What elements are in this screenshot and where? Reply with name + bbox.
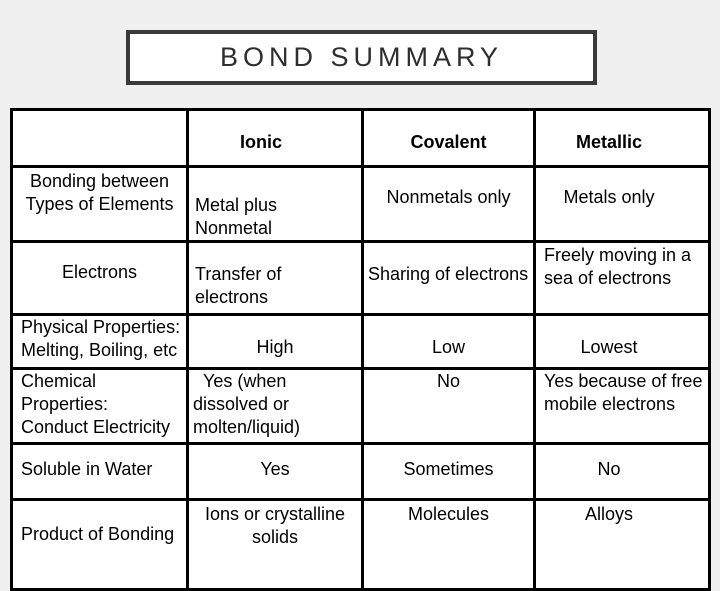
- row-bonding-types: Bonding between Types of Elements Metal …: [10, 165, 711, 243]
- cell-product-covalent: Molecules: [361, 498, 536, 591]
- cell-chemical-covalent: No: [361, 367, 536, 445]
- cell-soluble-metallic: No: [533, 442, 711, 501]
- row-label-chemical-properties: Chemical Properties: Conduct Electricity: [10, 367, 189, 445]
- cell-electrons-covalent: Sharing of electrons: [361, 240, 536, 316]
- row-chemical-properties: Chemical Properties: Conduct Electricity…: [10, 367, 711, 445]
- header-cell-covalent: Covalent: [361, 108, 536, 168]
- cell-electrons-metallic: Freely moving in a sea of electrons: [533, 240, 711, 316]
- header-cell-metallic: Metallic: [533, 108, 711, 168]
- cell-physical-ionic: High: [186, 313, 364, 370]
- row-soluble-in-water: Soluble in Water Yes Sometimes No: [10, 442, 711, 501]
- row-physical-properties: Physical Properties: Melting, Boiling, e…: [10, 313, 711, 370]
- row-label-soluble: Soluble in Water: [10, 442, 189, 501]
- cell-product-ionic: Ions or crystalline solids: [186, 498, 364, 591]
- row-electrons: Electrons Transfer of electrons Sharing …: [10, 240, 711, 316]
- table-header-row: Ionic Covalent Metallic: [10, 108, 711, 168]
- bond-summary-table: Ionic Covalent Metallic Bonding between …: [10, 108, 711, 591]
- row-label-physical-properties: Physical Properties: Melting, Boiling, e…: [10, 313, 189, 370]
- slide-title: BOND SUMMARY: [219, 42, 504, 72]
- row-product-of-bonding: Product of Bonding Ions or crystalline s…: [10, 498, 711, 591]
- cell-electrons-ionic: Transfer of electrons: [186, 240, 364, 316]
- cell-product-metallic: Alloys: [533, 498, 711, 591]
- row-label-electrons: Electrons: [10, 240, 189, 316]
- cell-bonding-metallic: Metals only: [533, 165, 711, 243]
- cell-physical-metallic: Lowest: [533, 313, 711, 370]
- cell-bonding-covalent: Nonmetals only: [361, 165, 536, 243]
- cell-bonding-ionic: Metal plus Nonmetal: [186, 165, 364, 243]
- cell-soluble-ionic: Yes: [186, 442, 364, 501]
- row-label-bonding-types: Bonding between Types of Elements: [10, 165, 189, 243]
- header-cell-empty: [10, 108, 189, 168]
- cell-chemical-ionic: Yes (when dissolved or molten/liquid): [186, 367, 364, 445]
- cell-chemical-metallic: Yes because of free mobile electrons: [533, 367, 711, 445]
- cell-physical-covalent: Low: [361, 313, 536, 370]
- header-cell-ionic: Ionic: [186, 108, 364, 168]
- row-label-product: Product of Bonding: [10, 498, 189, 591]
- title-box: BOND SUMMARY: [126, 30, 597, 85]
- cell-soluble-covalent: Sometimes: [361, 442, 536, 501]
